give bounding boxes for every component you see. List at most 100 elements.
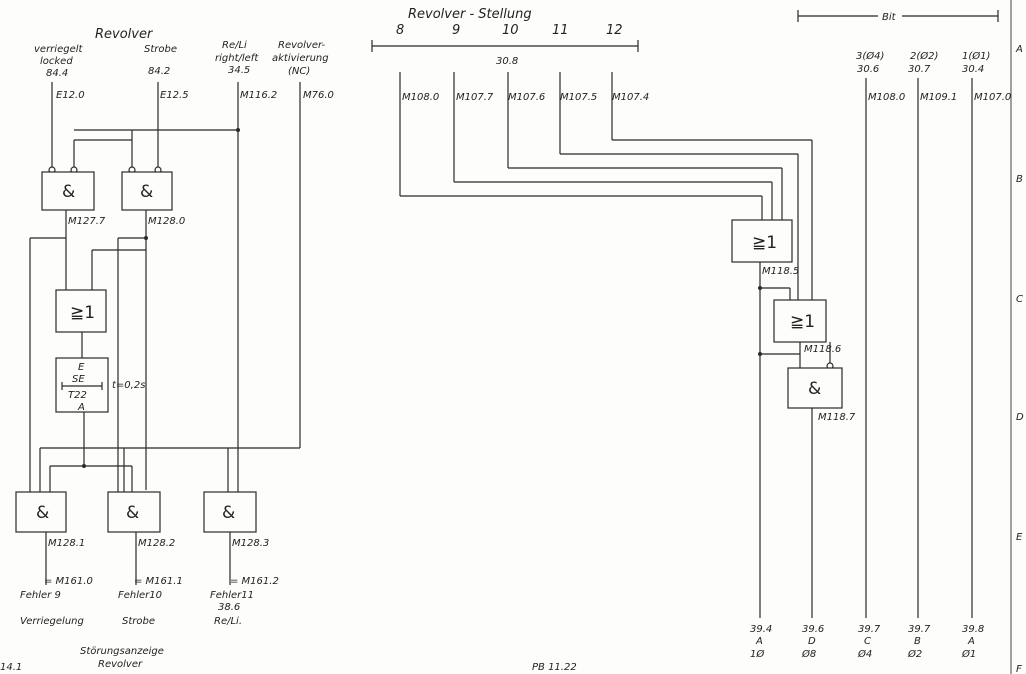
svg-text:30.6: 30.6	[857, 64, 879, 75]
svg-text:M107.4: M107.4	[612, 92, 649, 103]
svg-text:Fehler10: Fehler10	[118, 590, 162, 601]
svg-text:≧1: ≧1	[70, 303, 95, 323]
svg-text:&: &	[222, 503, 235, 523]
gate-or-3: ≧1 M118.6	[773, 299, 841, 355]
position-numbers: 8 9 10 11 12	[396, 23, 623, 38]
svg-text:Re/Li.: Re/Li.	[214, 616, 242, 627]
gate-or-1: ≧1	[55, 289, 107, 333]
gate-or-2: ≧1 M118.5	[731, 219, 799, 277]
locked-label: verriegelt	[34, 44, 84, 55]
gate-and-4: & M128.2	[107, 491, 175, 549]
svg-text:≧1: ≧1	[790, 312, 815, 332]
strobe-ref: 84.2	[148, 66, 170, 77]
revolver-heading: Revolver	[95, 27, 154, 42]
gate-and-3-output: M128.1	[48, 538, 85, 549]
gate-and-5-output: M128.3	[232, 538, 269, 549]
svg-text:39.4: 39.4	[750, 624, 772, 635]
page-ref-left: 14.1	[0, 662, 22, 673]
svg-text:SE: SE	[72, 374, 85, 385]
footer-caption-2: Revolver	[98, 659, 143, 670]
bit-column-2: 2(Ø2) 30.7 M109.1	[908, 50, 957, 618]
gate-and-2: & M128.0	[121, 171, 185, 227]
input-rl: M116.2	[240, 90, 277, 101]
bit-column-3: 3(Ø4) 30.6 M108.0	[856, 50, 905, 618]
svg-text:39.8: 39.8	[962, 624, 984, 635]
gate-and-6-output: M118.7	[818, 412, 856, 423]
frame-letter-e: E	[1016, 532, 1023, 543]
locked-label-en: locked	[40, 56, 73, 67]
rl-label-en: right/left	[215, 53, 259, 64]
output-3: = M161.2 Fehler11 38.6 Re/Li.	[210, 576, 279, 627]
svg-text:D: D	[808, 636, 816, 647]
svg-text:M108.0: M108.0	[868, 92, 905, 103]
svg-text:&: &	[36, 503, 49, 523]
gate-and-1-output: M127.7	[68, 216, 106, 227]
svg-text:Fehler 9: Fehler 9	[20, 590, 61, 601]
svg-text:9: 9	[452, 23, 460, 38]
gate-or-2-output: M118.5	[762, 266, 799, 277]
bottom-ref-4: 39.7 B Ø2	[907, 624, 931, 660]
svg-text:&: &	[62, 182, 75, 202]
svg-text:A: A	[77, 402, 85, 413]
junction-dot	[144, 236, 148, 240]
junction-dot	[82, 464, 86, 468]
activation-label: Revolver-	[278, 40, 326, 51]
timer-duration: t=0,2s	[112, 380, 145, 391]
svg-text:39.7: 39.7	[858, 624, 881, 635]
svg-text:M107.6: M107.6	[508, 92, 545, 103]
svg-text:1(Ø1): 1(Ø1)	[962, 50, 990, 62]
svg-text:M107.5: M107.5	[560, 92, 597, 103]
bottom-ref-3: 39.7 C Ø4	[857, 624, 881, 660]
input-locked: E12.0	[56, 90, 85, 101]
activation-label-3: (NC)	[288, 66, 310, 77]
left-wires	[29, 82, 301, 585]
svg-text:Ø1: Ø1	[961, 648, 976, 660]
svg-text:T22: T22	[68, 390, 87, 401]
rl-label: Re/Li	[222, 40, 247, 51]
position-signal-labels: M108.0 M107.7 M107.6 M107.5 M107.4	[402, 92, 649, 103]
svg-text:10: 10	[502, 23, 519, 38]
svg-text:39.6: 39.6	[802, 624, 824, 635]
svg-text:= M161.0: = M161.0	[44, 576, 93, 587]
rl-ref: 34.5	[228, 65, 250, 76]
input-strobe: E12.5	[160, 90, 189, 101]
svg-text:30.7: 30.7	[908, 64, 931, 75]
bit-column-1: 1(Ø1) 30.4 M107.0	[962, 50, 1011, 618]
bit-label: Bit	[882, 12, 897, 23]
svg-text:&: &	[808, 379, 821, 399]
gate-and-1: & M127.7	[41, 171, 106, 227]
svg-text:Verriegelung: Verriegelung	[20, 616, 84, 627]
svg-text:M107.0: M107.0	[974, 92, 1011, 103]
position-title: Revolver - Stellung	[408, 7, 532, 22]
svg-text:Strobe: Strobe	[122, 616, 155, 627]
gate-and-3: & M128.1	[15, 491, 85, 549]
position-wires	[399, 72, 831, 618]
svg-text:&: &	[126, 503, 139, 523]
frame-letter-b: B	[1016, 174, 1023, 185]
page-ref-center: PB 11.22	[532, 662, 577, 673]
svg-text:8: 8	[396, 23, 404, 38]
gate-and-6: & M118.7	[787, 367, 856, 423]
input-activation: M76.0	[303, 90, 334, 101]
frame-letter-c: C	[1016, 294, 1023, 305]
frame-letter-f: F	[1016, 664, 1022, 674]
strobe-label: Strobe	[144, 44, 177, 55]
svg-text:30.4: 30.4	[962, 64, 984, 75]
svg-text:Ø4: Ø4	[857, 648, 872, 660]
bottom-ref-1: 39.4 A 1Ø	[750, 624, 772, 660]
position-ref: 30.8	[496, 56, 518, 67]
activation-label-2: aktivierung	[272, 53, 329, 64]
svg-text:B: B	[914, 636, 921, 647]
svg-text:C: C	[864, 636, 871, 647]
junction-dot	[758, 352, 762, 356]
timer-t22: E SE T22 A t=0,2s	[55, 357, 145, 413]
svg-text:= M161.1: = M161.1	[134, 576, 183, 587]
bottom-ref-5: 39.8 A Ø1	[961, 624, 984, 660]
frame-letter-a: A	[1015, 44, 1023, 55]
footer-caption: Störungsanzeige	[80, 646, 164, 657]
locked-ref: 84.4	[46, 68, 68, 79]
svg-text:Ø2: Ø2	[907, 648, 922, 660]
svg-text:M107.7: M107.7	[456, 92, 494, 103]
frame-letter-d: D	[1016, 412, 1024, 423]
